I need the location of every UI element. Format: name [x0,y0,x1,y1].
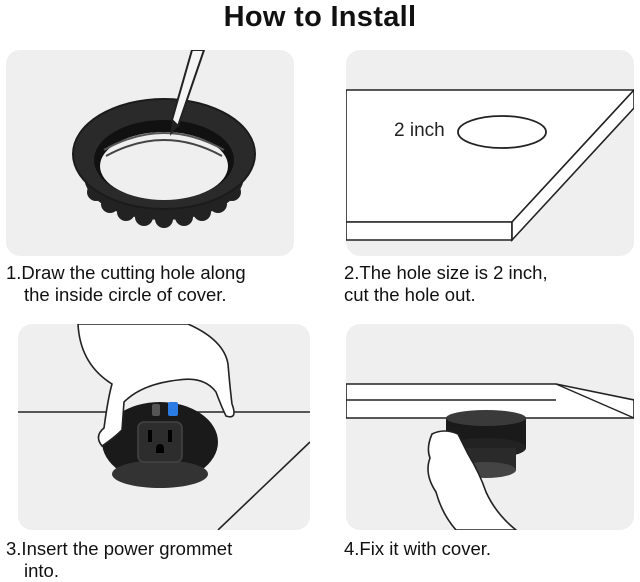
desk-hole-image [346,88,634,243]
step2-illustration: 2 inch [346,50,634,256]
step2-line1: 2.The hole size is 2 inch, [344,262,548,283]
step2-line2: cut the hole out. [344,284,476,305]
hand-icon [427,430,518,530]
step3-illustration [18,324,310,530]
step4-line1: 4.Fix it with cover. [344,538,492,559]
hand-icon [77,324,235,448]
fix-cover-image [346,383,634,530]
hole-size-label: 2 inch [394,120,445,141]
grommet-cover-ring-image [72,50,256,228]
step4-illustration [346,324,634,530]
step3-line1: 3.Insert the power grommet [6,538,233,559]
step4-caption: 4.Fix it with cover. [344,538,491,560]
step1-line1: 1.Draw the cutting hole along [6,262,246,283]
insert-grommet-image [18,324,310,530]
page-title: How to Install [223,1,417,33]
step1-caption: 1.Draw the cutting hole along the inside… [6,262,246,306]
step1-illustration [6,50,294,256]
step3-line2: into. [24,560,59,581]
step3-caption: 3.Insert the power grommet into. [6,538,232,582]
pen-icon [170,50,206,136]
step2-caption: 2.The hole size is 2 inch, cut the hole … [344,262,548,306]
step1-line2: the inside circle of cover. [24,284,227,305]
